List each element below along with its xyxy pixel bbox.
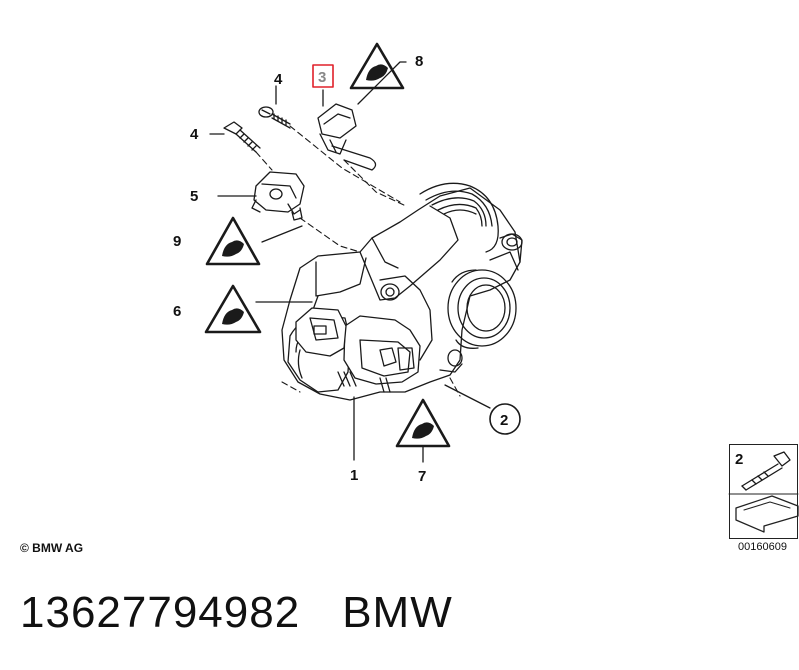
projection-lines [255, 125, 461, 397]
callout-9: 9 [173, 233, 181, 250]
idle-sensor [251, 171, 305, 221]
callout-3: 3 [318, 69, 326, 86]
callout-4-lower: 4 [190, 126, 199, 143]
callout-2: 2 [500, 412, 508, 429]
temperature-sensor [317, 103, 377, 171]
warning-symbol-9 [205, 216, 261, 266]
image-id: 00160609 [738, 541, 787, 553]
legend-box [729, 444, 798, 539]
warning-symbol-6 [204, 284, 262, 334]
callout-5: 5 [190, 188, 198, 205]
callout-6: 6 [173, 303, 181, 320]
legend-arrow-icon [735, 495, 799, 533]
highlight-box-3 [312, 64, 334, 88]
callout-4-upper: 4 [274, 71, 283, 88]
screw-lower [223, 121, 261, 153]
throttle-body [281, 182, 523, 401]
warning-symbol-8 [349, 42, 405, 90]
callout-8: 8 [415, 53, 423, 70]
brand-name: BMW [342, 588, 453, 637]
callout-7: 7 [418, 468, 426, 485]
callout-circle-2 [489, 403, 521, 435]
legend-bolt [741, 451, 791, 491]
warning-symbol-7 [395, 398, 451, 448]
copyright: © BMW AG [20, 541, 84, 555]
leader-lines [209, 61, 491, 463]
callout-1: 1 [350, 467, 358, 484]
legend-number: 2 [735, 451, 743, 468]
part-number: 13627794982 [20, 588, 301, 637]
footer-caption: 13627794982 BMW [20, 588, 495, 638]
screw-upper [258, 106, 291, 129]
